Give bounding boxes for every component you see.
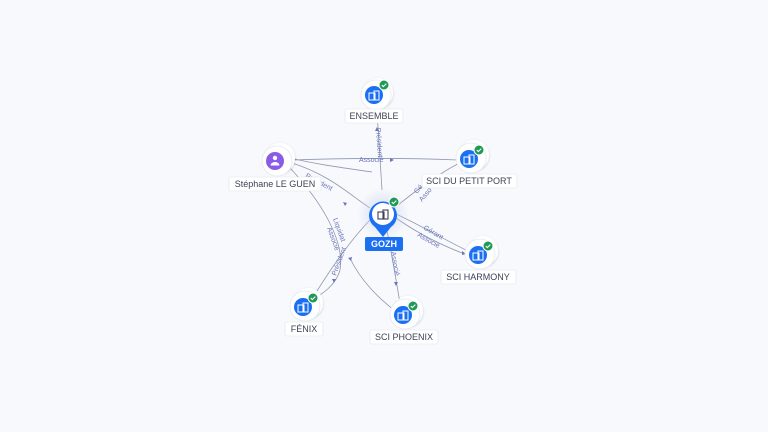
- check-badge: [482, 240, 494, 252]
- node-stephane-disc: [266, 152, 284, 170]
- node-stephane[interactable]: Stéphane LE GUEN: [228, 143, 322, 192]
- arrowhead-fenix: [332, 279, 336, 283]
- node-fenix-label-box: [284, 321, 324, 337]
- node-ensemble-label-box: [344, 108, 404, 124]
- edge-label-gozh-ensemble: Président: [374, 128, 383, 158]
- arrowhead-ensemble: [375, 127, 379, 131]
- arrowhead-phoenix: [394, 282, 398, 286]
- edge-label-gozh-phoenix: Associé: [389, 251, 400, 276]
- check-icon: [410, 304, 416, 309]
- check-badge: [388, 196, 400, 208]
- check-badge: [378, 79, 390, 91]
- building-icon: [368, 90, 380, 101]
- check-icon: [381, 83, 387, 88]
- check-badge: [407, 300, 419, 312]
- edge-gozh-ensemble: [376, 111, 383, 191]
- node-harmony-label-box: [440, 269, 517, 285]
- check-icon: [485, 244, 491, 249]
- building-icon: [297, 302, 309, 313]
- node-ensemble-label: ENSEMBLE: [349, 111, 398, 121]
- node-phoenix[interactable]: SCI PHOENIX: [369, 296, 439, 345]
- edge-stephane-ensemble: [289, 157, 373, 173]
- node-petit-port-label: SCI DU PETIT PORT: [426, 176, 512, 186]
- arrowhead-petit-port: [390, 158, 394, 162]
- edge-phoenix-fenix: [349, 257, 399, 314]
- node-harmony[interactable]: SCI HARMONY: [440, 236, 517, 285]
- check-icon: [310, 296, 316, 301]
- node-stephane-label: Stéphane LE GUEN: [235, 179, 316, 189]
- node-fenix[interactable]: FÉNIX: [284, 288, 324, 337]
- check-badge: [473, 144, 485, 156]
- node-stephane-label-box: [228, 176, 322, 192]
- check-icon: [391, 200, 397, 205]
- node-petit-port-label-box: [421, 173, 518, 189]
- arrowhead-gozh: [343, 202, 347, 206]
- node-harmony-label: SCI HARMONY: [446, 272, 510, 282]
- check-icon: [476, 148, 482, 153]
- person-icon: [270, 155, 280, 166]
- node-ensemble[interactable]: ENSEMBLE: [344, 78, 404, 124]
- node-gozh-label-box: [365, 237, 403, 251]
- node-petit-port[interactable]: SCI DU PETIT PORT: [421, 140, 518, 189]
- edge-label-stephane-petit-port: Associé: [359, 157, 384, 164]
- building-icon: [377, 209, 389, 220]
- node-gozh-label: GOZH: [371, 239, 397, 249]
- check-badge: [307, 292, 319, 304]
- building-icon: [472, 250, 484, 261]
- edge-stephane-fenix: [289, 167, 342, 301]
- node-phoenix-label: SCI PHOENIX: [375, 332, 433, 342]
- building-icon: [397, 310, 409, 321]
- edge-stephane-petit-port: [291, 158, 459, 161]
- arrowhead-fenix-2: [348, 257, 352, 261]
- building-icon: [463, 154, 475, 165]
- node-fenix-label: FÉNIX: [291, 324, 318, 334]
- node-phoenix-label-box: [369, 329, 439, 345]
- node-gozh[interactable]: GOZH: [357, 188, 409, 251]
- edge-label-gozh-petit-port-1: Gé: [413, 184, 424, 196]
